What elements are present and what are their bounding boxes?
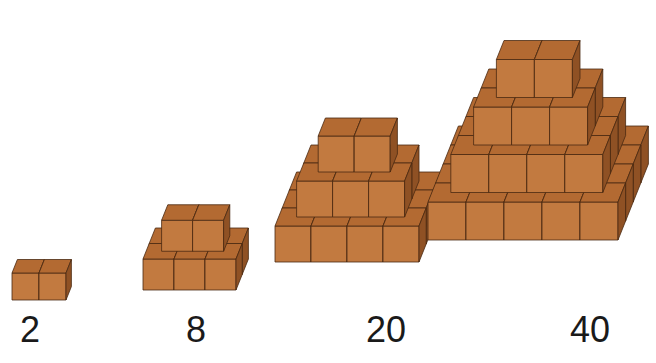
cube <box>534 41 580 98</box>
cube-face <box>347 226 383 262</box>
cube-face <box>542 202 580 240</box>
cube-face <box>618 183 626 240</box>
cube-face <box>405 163 412 217</box>
cube-face <box>641 126 649 183</box>
count-label: 40 <box>570 312 610 348</box>
count-label: 8 <box>186 312 206 348</box>
cube-face <box>610 117 618 174</box>
cube-face <box>565 155 603 193</box>
cube-face <box>466 202 504 240</box>
cube-face <box>603 136 611 193</box>
cube-face <box>580 202 618 240</box>
cube-face <box>550 107 588 145</box>
cube-face <box>618 98 626 155</box>
cube-face <box>390 118 397 172</box>
cube-face <box>12 273 39 300</box>
cube-face <box>474 107 512 145</box>
cube-face <box>162 220 193 251</box>
cube-face <box>383 226 419 262</box>
cube-face <box>572 41 580 98</box>
cube-face <box>333 181 369 217</box>
cube-face <box>297 181 333 217</box>
cube-face <box>66 260 71 301</box>
count-label: 20 <box>366 312 406 348</box>
cube-pyramid <box>12 260 71 301</box>
cube <box>354 118 397 172</box>
cube-face <box>318 136 354 172</box>
cube-face <box>205 259 236 290</box>
cube-face <box>527 155 565 193</box>
cube-face <box>236 244 242 291</box>
cube-face <box>39 273 66 300</box>
cube-face <box>242 228 248 275</box>
cube-face <box>419 208 426 262</box>
cube-face <box>633 145 641 202</box>
cube-face <box>193 220 224 251</box>
cube-face <box>174 259 205 290</box>
cube-face <box>595 69 603 126</box>
cube-face <box>369 181 405 217</box>
cube-face <box>504 202 542 240</box>
cube-face <box>412 145 419 199</box>
cube <box>193 205 230 252</box>
cube-face <box>311 226 347 262</box>
cube-pyramid <box>428 41 648 241</box>
cube-face <box>451 155 489 193</box>
cube-pyramid <box>143 205 248 290</box>
cube-face <box>534 60 572 98</box>
cube-face <box>626 164 634 221</box>
cube-face <box>489 155 527 193</box>
cube-face <box>143 259 174 290</box>
cube <box>39 260 71 301</box>
cube-face <box>428 202 466 240</box>
cube-face <box>224 205 230 252</box>
cube-face <box>275 226 311 262</box>
cube-face <box>512 107 550 145</box>
count-label: 2 <box>20 312 40 348</box>
cube-pyramid <box>275 118 441 262</box>
cube-face <box>588 88 596 145</box>
cube-face <box>496 60 534 98</box>
cube-face <box>354 136 390 172</box>
